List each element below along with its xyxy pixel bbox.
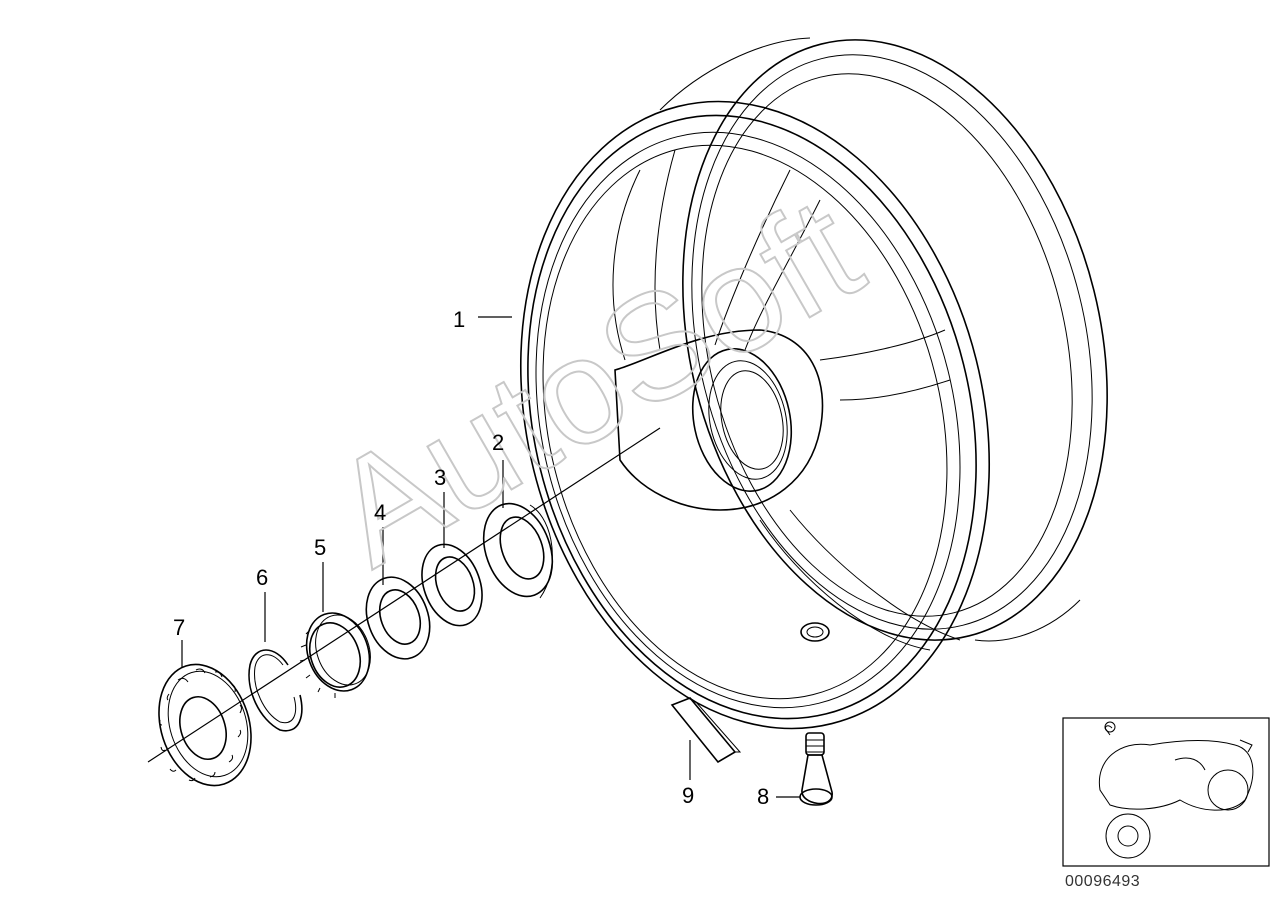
part-7-cover-cap[interactable] (144, 652, 266, 797)
callout-9: 9 (682, 783, 694, 808)
motorcycle-thumbnail (1062, 717, 1270, 867)
rear-wheel-rim[interactable] (457, 0, 1168, 779)
part-3-washer[interactable] (411, 536, 492, 634)
part-9-balance-weight[interactable] (670, 697, 742, 764)
part-2-spacer-ring[interactable] (472, 494, 565, 606)
part-4-washer[interactable] (355, 568, 440, 667)
callout-5: 5 (314, 535, 326, 560)
callout-4: 4 (374, 500, 386, 525)
callout-7: 7 (173, 615, 185, 640)
part-8-tire-valve[interactable] (799, 732, 833, 806)
assembly-axis-line (147, 427, 661, 763)
watermark: AutoSoft (304, 165, 886, 598)
callout-2: 2 (492, 430, 504, 455)
callout-8: 8 (757, 784, 769, 809)
callout-6: 6 (256, 565, 268, 590)
leader-lines (181, 316, 800, 798)
part-6-circlip[interactable] (248, 649, 303, 732)
callout-3: 3 (434, 465, 446, 490)
callout-1: 1 (453, 307, 465, 332)
part-number: 00096493 (1065, 873, 1140, 890)
